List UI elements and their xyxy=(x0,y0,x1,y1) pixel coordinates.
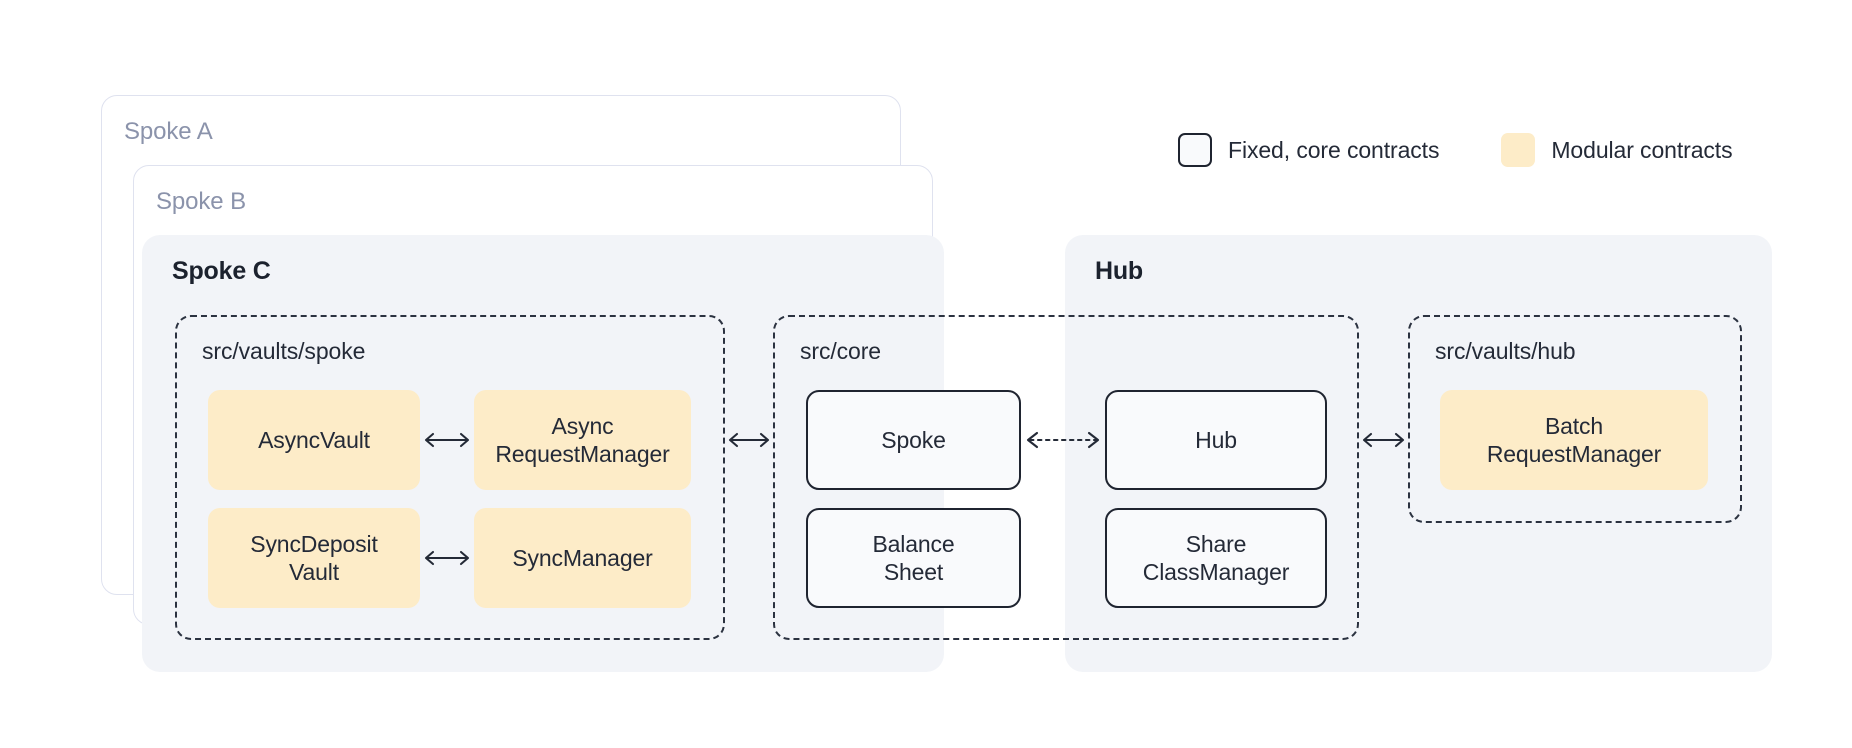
filled-square-swatch-icon xyxy=(1501,133,1536,167)
node-label-line1: Share xyxy=(1185,530,1247,557)
node-label-line1: SyncDeposit xyxy=(250,530,378,557)
node-label-line2: RequestManager xyxy=(1486,441,1662,467)
node-hub-label: Hub xyxy=(1195,426,1237,453)
node-spoke[interactable]: Spoke xyxy=(806,390,1021,490)
legend-item-fixed-core: Fixed, core contracts xyxy=(1178,133,1439,167)
group-src-core-label: src/core xyxy=(800,338,881,364)
node-async-request-manager[interactable]: Async RequestManager xyxy=(474,390,691,490)
group-src-vaults-hub: src/vaults/hub xyxy=(1408,315,1742,523)
connector-core-to-hub-vaults xyxy=(1359,423,1408,457)
bidirectional-arrow-icon xyxy=(728,432,770,448)
bidirectional-arrow-icon xyxy=(424,432,470,448)
node-label-line2: Sheet xyxy=(883,559,944,585)
connector-sync-deposit-vault-to-sync-manager xyxy=(420,541,474,575)
node-batch-request-manager-label: Batch RequestManager xyxy=(1487,412,1661,468)
node-spoke-label: Spoke xyxy=(881,426,946,453)
group-src-vaults-hub-label: src/vaults/hub xyxy=(1435,338,1576,364)
node-sync-deposit-vault-label: SyncDeposit Vault xyxy=(250,530,378,586)
group-src-core: src/core xyxy=(773,315,1359,640)
node-batch-request-manager[interactable]: Batch RequestManager xyxy=(1440,390,1708,490)
bidirectional-arrow-icon xyxy=(424,550,470,566)
bidirectional-arrow-icon xyxy=(1362,432,1405,448)
legend: Fixed, core contracts Modular contracts xyxy=(1178,133,1733,167)
node-label-line1: Batch xyxy=(1544,412,1604,439)
node-label-line2: ClassManager xyxy=(1142,559,1290,585)
node-label-line2: Vault xyxy=(289,559,339,585)
connector-spoke-to-hub xyxy=(1021,423,1105,457)
node-balance-sheet-label: Balance Sheet xyxy=(872,530,954,586)
node-share-class-manager[interactable]: Share ClassManager xyxy=(1105,508,1327,608)
node-sync-manager-label: SyncManager xyxy=(512,544,653,571)
spoke-card-a-title: Spoke A xyxy=(124,118,213,145)
node-async-vault[interactable]: AsyncVault xyxy=(208,390,420,490)
spoke-card-b-title: Spoke B xyxy=(156,188,247,215)
panel-hub-title: Hub xyxy=(1095,257,1143,285)
group-src-vaults-spoke: src/vaults/spoke xyxy=(175,315,725,640)
node-async-vault-label: AsyncVault xyxy=(258,426,370,453)
legend-item-modular: Modular contracts xyxy=(1501,133,1733,167)
node-share-class-manager-label: Share ClassManager xyxy=(1143,530,1290,586)
panel-spoke-c-title: Spoke C xyxy=(172,257,271,285)
connector-spoke-vaults-to-core xyxy=(725,423,773,457)
connector-async-vault-to-request-manager xyxy=(420,423,474,457)
node-label-line2: RequestManager xyxy=(495,441,670,467)
bidirectional-dotted-arrow-icon xyxy=(1026,431,1100,449)
legend-label-modular: Modular contracts xyxy=(1551,136,1733,163)
group-src-vaults-spoke-label: src/vaults/spoke xyxy=(202,338,366,364)
node-sync-deposit-vault[interactable]: SyncDeposit Vault xyxy=(208,508,420,608)
outlined-square-swatch-icon xyxy=(1178,133,1212,167)
node-balance-sheet[interactable]: Balance Sheet xyxy=(806,508,1021,608)
node-label-line1: Balance xyxy=(872,530,955,557)
node-hub[interactable]: Hub xyxy=(1105,390,1327,490)
legend-label-fixed-core: Fixed, core contracts xyxy=(1228,136,1440,163)
node-label-line1: Async xyxy=(551,412,614,439)
node-sync-manager[interactable]: SyncManager xyxy=(474,508,691,608)
node-async-request-manager-label: Async RequestManager xyxy=(495,412,669,468)
